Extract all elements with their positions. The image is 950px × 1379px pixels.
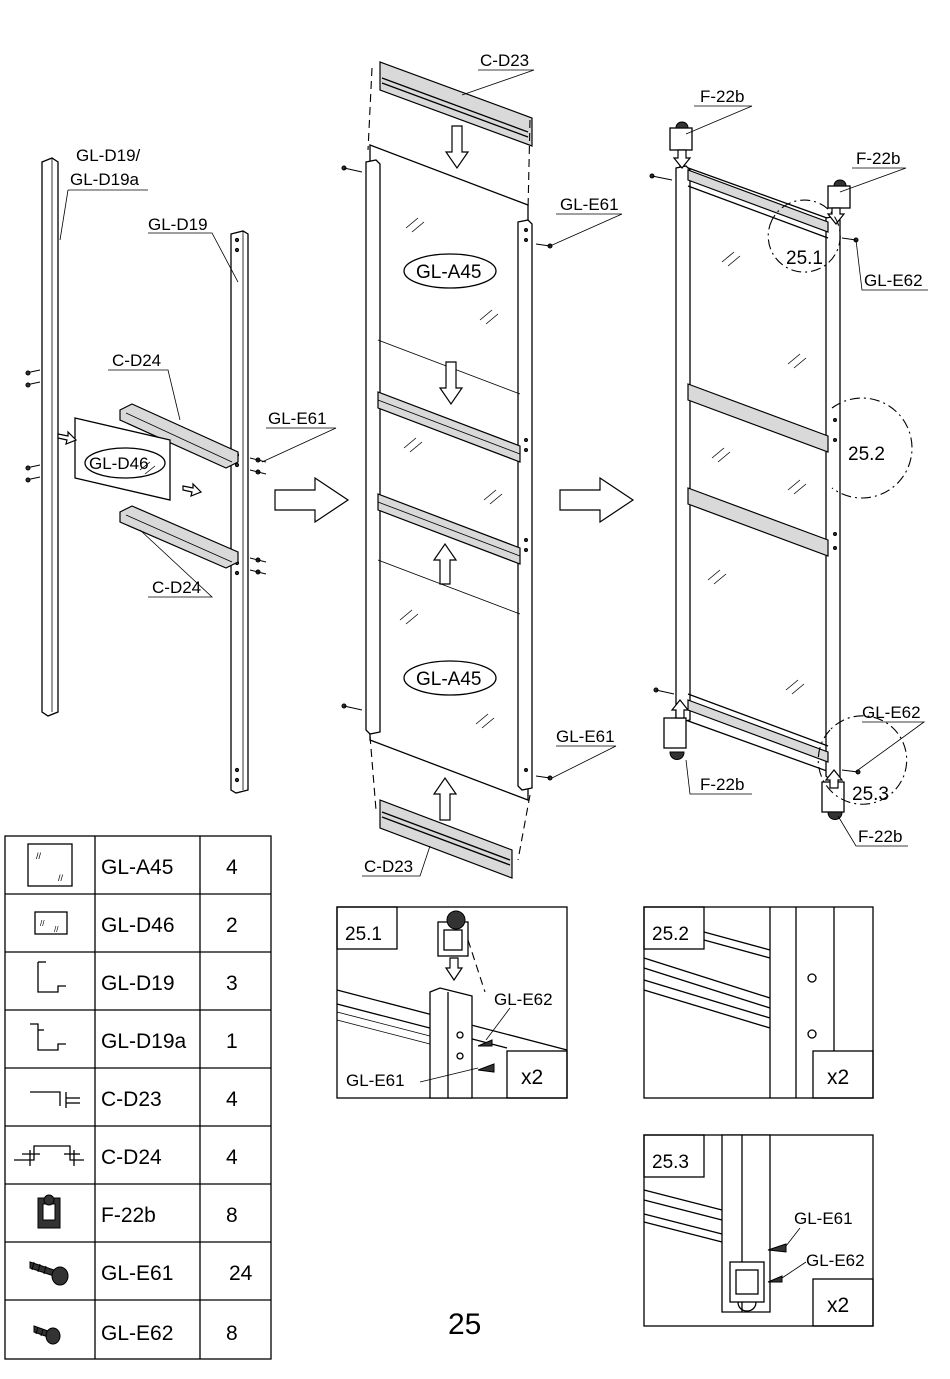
detail-label-gl-e62: GL-E62 [806,1251,865,1270]
parts-table: // // // // [5,836,271,1359]
step-3-assembly: F-22b F-22b 25.1 GL-E62 25.2 GL-E62 25.3… [650,87,928,846]
svg-text://: // [58,873,64,883]
callout-gl-e62-top: GL-E62 [864,271,923,290]
callout-f22b-top-right: F-22b [856,149,900,168]
part-qty: 4 [226,856,238,879]
profile-d24-icon [14,1146,84,1166]
callout-gl-d19: GL-D19 [148,215,208,234]
table-row: GL-D19a 1 [101,1030,238,1053]
page-number: 25 [448,1308,481,1341]
detail-multiplier: x2 [521,1066,543,1089]
callout-gl-d19-d19a-line2: GL-D19a [70,170,140,189]
detail-ref-25-2: 25.2 [848,444,885,465]
table-row: C-D23 4 [101,1088,238,1111]
callout-f22b-bottom-right: F-22b [858,827,902,846]
profile-d23-icon [30,1092,80,1108]
svg-text://: // [40,919,45,928]
callout-gl-d46: GL-D46 [89,454,149,473]
table-row: F-22b 8 [101,1204,238,1227]
detail-ref-25-3: 25.3 [852,784,889,805]
table-row: GL-E61 24 [101,1262,253,1285]
screw-icon [26,370,40,482]
table-row: GL-A45 4 [101,856,238,879]
detail-label-gl-e61: GL-E61 [346,1071,405,1090]
profile-d19-icon [38,962,66,992]
detail-25-3: 25.3 GL-E61 GL-E62 x2 [644,1135,873,1326]
part-code: GL-A45 [101,856,173,879]
detail-multiplier: x2 [827,1066,849,1089]
part-qty: 8 [226,1322,238,1345]
roller-icon [438,911,468,956]
detail-title-25-2: 25.2 [652,924,689,945]
callout-gl-e61-step1: GL-E61 [268,409,327,428]
detail-25-2: 25.2 x2 [644,907,873,1098]
screw-long-icon [30,1262,68,1285]
part-code: GL-D46 [101,914,175,937]
part-code: GL-E61 [101,1262,173,1285]
callout-gl-a45-top: GL-A45 [416,262,481,283]
part-qty: 8 [226,1204,238,1227]
part-qty: 4 [226,1146,238,1169]
callout-gl-e61-top: GL-E61 [560,195,619,214]
part-qty: 24 [229,1262,253,1285]
part-code: C-D24 [101,1146,162,1169]
detail-label-gl-e61: GL-E61 [794,1209,853,1228]
part-code: GL-D19a [101,1030,187,1053]
detail-title-25-1: 25.1 [345,924,382,945]
process-arrow-1 [275,478,348,522]
callout-gl-e62-bottom: GL-E62 [862,703,921,722]
roller-icon [38,1195,60,1228]
callout-f22b-top-left: F-22b [700,87,744,106]
callout-gl-d19-d19a-line1: GL-D19/ [76,146,141,165]
glass-panel-large-icon: // // [28,844,72,886]
svg-text://: // [36,851,42,861]
detail-25-1: 25.1 GL-E62 GL-E61 x2 [337,907,567,1098]
part-code: GL-E62 [101,1322,173,1345]
screw-short-icon [34,1326,60,1344]
step-1-assembly: GL-D19/ GL-D19a GL-D19 C-D24 GL-D46 GL-E… [26,146,336,793]
part-qty: 1 [226,1030,238,1053]
process-arrow-2 [560,478,633,522]
callout-c-d24-top: C-D24 [112,351,161,370]
callout-f22b-bottom-left: F-22b [700,775,744,794]
table-row: GL-E62 8 [101,1322,238,1345]
callout-c-d23-bottom: C-D23 [364,857,413,876]
table-row: C-D24 4 [101,1146,238,1169]
part-code: GL-D19 [101,972,175,995]
glass-panel-small-icon: // // [35,912,67,934]
callout-c-d23-top: C-D23 [480,51,529,70]
part-code: C-D23 [101,1088,162,1111]
detail-multiplier: x2 [827,1294,849,1317]
profile-d19a-icon [30,1024,66,1050]
part-qty: 3 [226,972,238,995]
detail-ref-25-1: 25.1 [786,248,823,269]
part-qty: 4 [226,1088,238,1111]
callout-c-d24-bottom: C-D24 [152,578,201,597]
detail-label-gl-e62: GL-E62 [494,990,553,1009]
callout-gl-e61-bottom: GL-E61 [556,727,615,746]
table-row: GL-D19 3 [101,972,238,995]
detail-title-25-3: 25.3 [652,1152,689,1173]
part-code: F-22b [101,1204,156,1227]
step-2-assembly: C-D23 GL-E61 GL-A45 GL-A45 GL-E61 C-D23 [342,51,622,878]
table-row: GL-D46 2 [101,914,238,937]
svg-text://: // [54,925,59,934]
callout-gl-a45-bottom: GL-A45 [416,669,481,690]
part-qty: 2 [226,914,238,937]
